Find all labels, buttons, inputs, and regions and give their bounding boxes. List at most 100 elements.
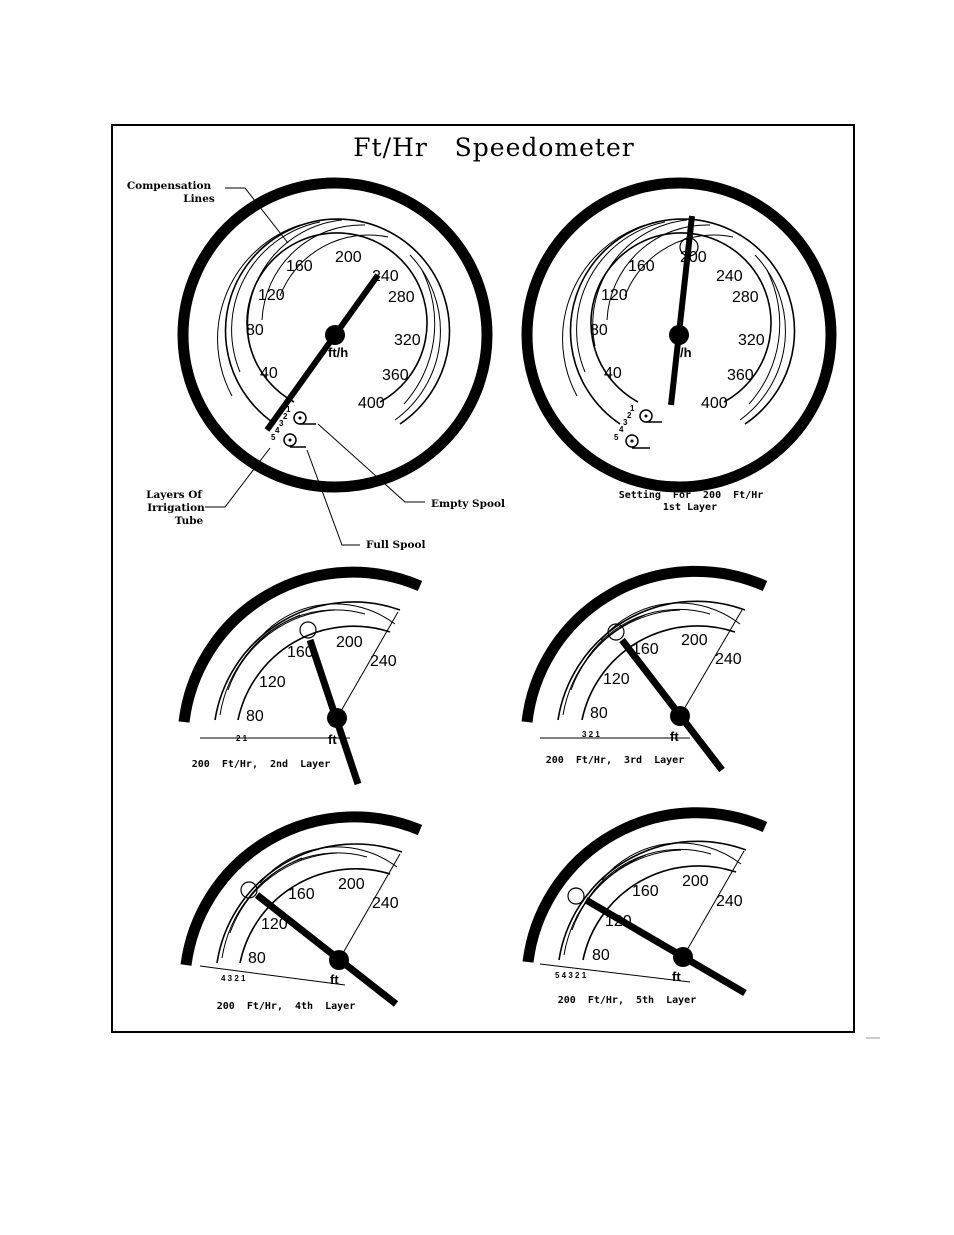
scale-label-200: 200 (680, 249, 707, 266)
scale-label-400: 400 (701, 395, 728, 412)
unit-label: ft (672, 969, 681, 984)
scale-label-240: 240 (372, 895, 399, 912)
layer-marks: 5 4 3 2 1 (555, 971, 587, 980)
unit-label: ft (330, 972, 339, 987)
figure-title: Ft/Hr Speedometer (353, 133, 634, 162)
callout-empty-spool: Empty Spool (431, 498, 505, 510)
scale-label-120: 120 (603, 671, 630, 688)
scale-label-80: 80 (246, 322, 264, 339)
full-spool-icon (625, 434, 650, 449)
compensation-band (214, 601, 401, 721)
scale-label-320: 320 (394, 332, 421, 349)
scale-edge (336, 611, 399, 719)
scale-label-80: 80 (248, 950, 266, 967)
scale-edge (682, 850, 745, 958)
layer2-gauge: 80 120 160 200 240 ft 2 1 200 Ft/Hr, 2nd… (178, 566, 423, 786)
gauge-needle (619, 637, 725, 773)
gauge-bezel (522, 807, 768, 963)
scale-edge (338, 853, 401, 961)
gauge-needle (584, 896, 747, 997)
scale-label-120: 120 (259, 674, 286, 691)
empty-spool-icon (639, 409, 662, 423)
compensation-band-inner (581, 625, 736, 721)
compensation-lines (563, 842, 742, 956)
scale-label-240: 240 (370, 653, 397, 670)
scale-label-160: 160 (287, 644, 314, 661)
needle-hub (329, 950, 349, 970)
scale-label-240: 240 (716, 268, 743, 285)
layer1-gauge: 40 80 120 160 200 240 280 320 360 400 /h… (521, 177, 837, 513)
gauge-caption: 200 Ft/Hr, 5th Layer (558, 995, 696, 1006)
scale-label-160: 160 (286, 258, 313, 275)
scale-label-120: 120 (261, 916, 288, 933)
layer3-gauge: 80 120 160 200 240 ft 3 2 1 200 Ft/Hr, 3… (521, 565, 768, 773)
gauge-bezel (521, 565, 768, 723)
layer-number-1: 1 (286, 405, 291, 414)
gauge-caption: 200 Ft/Hr, 4th Layer (217, 1001, 355, 1012)
scale-label-200: 200 (682, 873, 709, 890)
compensation-lines (562, 602, 741, 716)
gauge-bezel (521, 177, 837, 493)
layer-marks: 4 3 2 1 (221, 974, 246, 983)
unit-label: ft (670, 729, 679, 744)
scale-label-280: 280 (388, 289, 415, 306)
baseline (199, 965, 346, 986)
layer4-gauge: 80 120 160 200 240 ft 4 3 2 1 200 Ft/Hr,… (180, 811, 423, 1012)
scale-label-160: 160 (632, 641, 659, 658)
reference-gauge: 40 80 120 160 200 240 280 320 360 400 ft… (127, 177, 505, 551)
needle-hub (670, 706, 690, 726)
scale-label-40: 40 (604, 365, 622, 382)
needle-hub (325, 325, 345, 345)
scale-label-360: 360 (382, 367, 409, 384)
setting-marker (567, 887, 585, 905)
gauge-needle (668, 215, 695, 406)
scale-label-80: 80 (590, 705, 608, 722)
callout-leaders (205, 187, 425, 546)
figure-frame (111, 124, 855, 1033)
scale-label-240: 240 (716, 893, 743, 910)
gauge-caption: Setting For 200 Ft/Hr (619, 489, 764, 501)
scale-edge (679, 609, 743, 717)
callout-layers: Layers Of (146, 489, 203, 501)
setting-marker (607, 623, 625, 641)
scale-label-160: 160 (288, 886, 315, 903)
layer-number-2: 2 (627, 411, 632, 420)
scale-label-80: 80 (592, 947, 610, 964)
scale-label-160: 160 (632, 883, 659, 900)
layer5-gauge: 80 120 160 200 240 ft 5 4 3 2 1 200 Ft/H… (522, 807, 768, 1006)
unit-label: ft (328, 732, 337, 747)
scale-label-200: 200 (336, 634, 363, 651)
scale-label-40: 40 (260, 365, 278, 382)
gauge-caption: 200 Ft/Hr, 3rd Layer (546, 755, 684, 766)
layer-marks: 2 1 (236, 734, 248, 743)
compensation-lines (219, 603, 396, 716)
unit-label: ft/h (328, 345, 348, 360)
compensation-band (569, 218, 796, 425)
scale-label-80: 80 (246, 708, 264, 725)
layer-number-4: 4 (275, 426, 280, 435)
gauge-bezel (180, 811, 423, 966)
scale-label-120: 120 (605, 913, 632, 930)
gauge-needle (254, 892, 399, 1007)
scale-label-120: 120 (258, 287, 285, 304)
callout-tube: Tube (175, 515, 204, 527)
scale-label-120: 120 (601, 287, 628, 304)
layer-number-3: 3 (279, 419, 284, 428)
gauge-bezel (178, 566, 423, 723)
callout-full-spool: Full Spool (366, 539, 425, 551)
setting-marker (240, 881, 258, 899)
compensation-band-inner (582, 865, 737, 961)
layer-number-5: 5 (271, 433, 276, 442)
empty-spool-icon (293, 411, 316, 425)
setting-marker (299, 621, 317, 639)
needle-hub (673, 947, 693, 967)
layer-number-1: 1 (630, 404, 635, 413)
gauge-caption: 200 Ft/Hr, 2nd Layer (192, 759, 330, 770)
compensation-band-inner (590, 232, 772, 403)
full-spool-icon (283, 433, 306, 448)
scale-label-240: 240 (372, 268, 399, 285)
compensation-band (558, 840, 747, 961)
gauge-caption-line2: 1st Layer (663, 502, 717, 513)
needle-hub (669, 325, 689, 345)
